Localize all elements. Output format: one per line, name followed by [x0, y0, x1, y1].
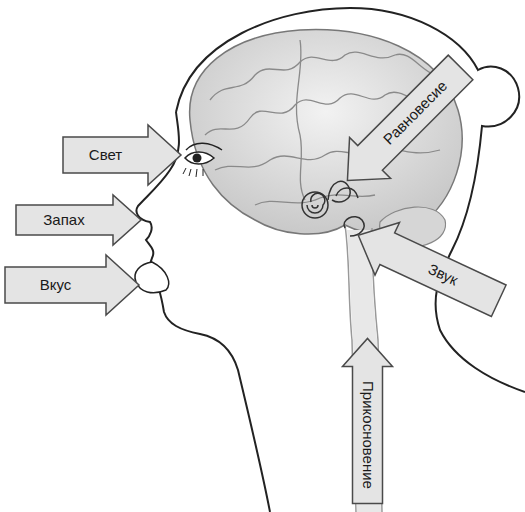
sense-arrow: Прикосновение — [342, 339, 392, 504]
sense-arrow: Свет — [63, 125, 181, 185]
arrow-outline — [327, 47, 481, 201]
head-outline — [176, 8, 525, 392]
arrow-outline — [63, 125, 181, 185]
inner-ear — [302, 181, 364, 236]
sense-label: Запах — [43, 211, 84, 229]
sense-arrow: Запах — [16, 195, 141, 245]
sense-label: Прикосновение — [358, 381, 376, 489]
arrow-outline — [16, 195, 141, 245]
eye — [183, 143, 222, 177]
tongue — [135, 262, 169, 293]
arrow-outline — [346, 209, 511, 327]
sense-label: Свет — [89, 146, 122, 164]
arrow-outline — [5, 255, 139, 315]
sense-arrow: Вкус — [5, 255, 139, 315]
sense-label: Вкус — [40, 276, 72, 294]
arrow-shape — [5, 255, 139, 315]
arrow-outline — [342, 339, 392, 504]
